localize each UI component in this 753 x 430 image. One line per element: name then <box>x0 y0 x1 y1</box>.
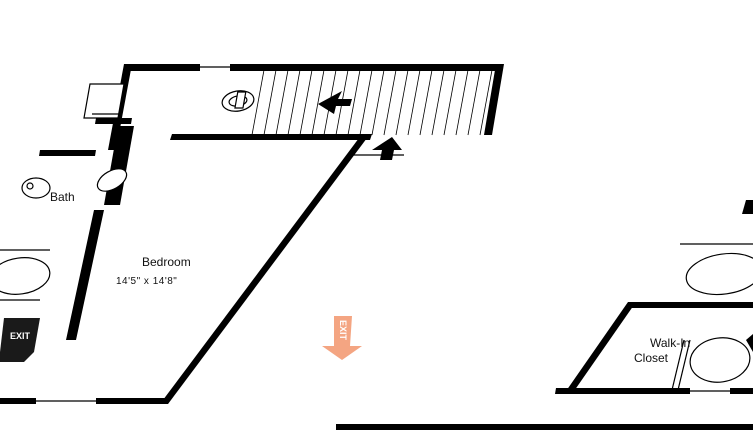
exit-center-text: EXIT <box>338 320 348 341</box>
closet-label-line2: Closet <box>634 351 669 365</box>
bottom-wall <box>336 424 753 430</box>
sink-icon <box>96 168 128 192</box>
walk-in-closet-room: Walk-In Closet <box>555 200 753 394</box>
closet-label-line1: Walk-In <box>650 336 690 350</box>
bedroom-room: Bedroom 14'5" x 14'8" <box>0 134 370 404</box>
bath-label: Bath <box>50 190 75 204</box>
toilet-icon <box>221 90 255 112</box>
hallway <box>124 64 504 140</box>
bedroom-label: Bedroom <box>142 255 191 269</box>
exit-left-text: EXIT <box>10 331 31 341</box>
exit-sign-left: EXIT <box>0 318 40 362</box>
exit-arrow-icon: EXIT <box>322 316 362 360</box>
shower-icon <box>21 177 51 199</box>
bath-room: Bath <box>21 64 255 205</box>
bedroom-dimensions: 14'5" x 14'8" <box>116 276 177 287</box>
stair-arrow-icon <box>318 91 352 114</box>
stair-up-arrow-icon <box>348 137 404 160</box>
